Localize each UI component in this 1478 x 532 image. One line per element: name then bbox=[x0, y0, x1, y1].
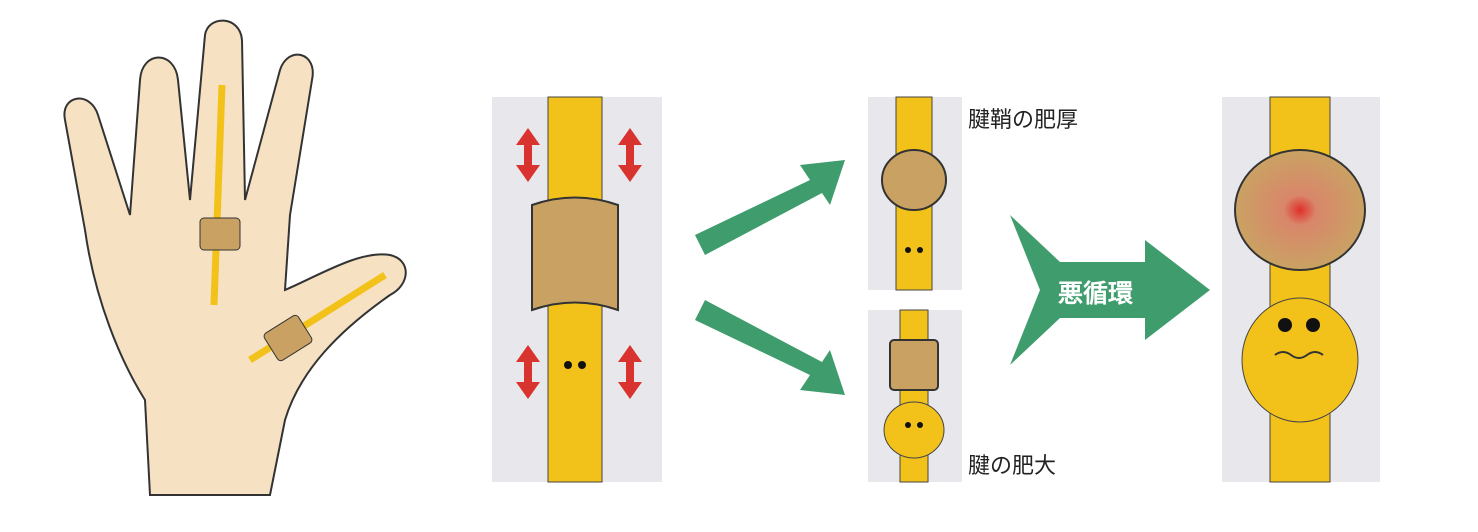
vicious-cycle-arrow bbox=[1010, 215, 1210, 365]
finger-tendon bbox=[210, 84, 226, 306]
panel-tendon-enlargement bbox=[868, 309, 962, 483]
panel-sheath-thickening bbox=[868, 96, 962, 291]
hand-illustration bbox=[63, 19, 407, 496]
panel-final-state bbox=[1222, 96, 1380, 483]
red-arrows bbox=[516, 128, 642, 399]
tendon-face-eye bbox=[564, 361, 572, 369]
arrow-up-right bbox=[695, 160, 845, 255]
thumb-sheath bbox=[263, 314, 313, 362]
label-sheath-thickening: 腱鞘の肥厚 bbox=[968, 108, 1079, 133]
label-vicious-cycle: 悪循環 bbox=[1058, 279, 1134, 308]
inflamed-sheath bbox=[1234, 149, 1366, 271]
arrow-down-right bbox=[695, 300, 845, 395]
finger-sheath bbox=[199, 217, 241, 251]
panel-normal-friction bbox=[492, 96, 662, 483]
label-tendon-enlargement: 腱の肥大 bbox=[968, 454, 1057, 479]
sheath bbox=[531, 196, 619, 312]
